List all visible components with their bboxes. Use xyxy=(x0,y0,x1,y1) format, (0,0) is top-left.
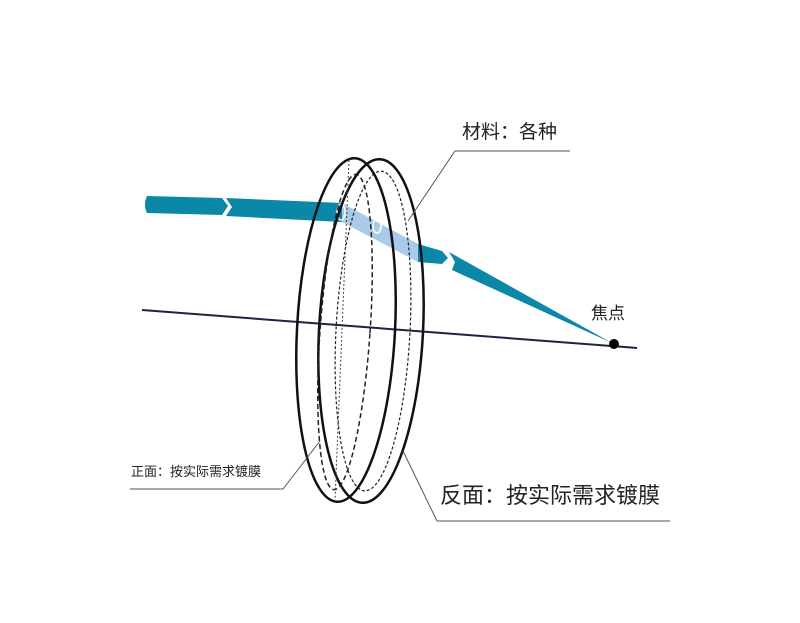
converging-beam xyxy=(449,252,612,343)
back-coating-label: 反面：按实际需求镀膜 xyxy=(440,484,661,509)
lens-back-face xyxy=(317,157,425,505)
refracted-beam-inside-lens xyxy=(342,203,418,262)
beam-cross-section-inner xyxy=(372,218,382,234)
lens-back-inner-dashed xyxy=(334,170,412,492)
lens-center-dotted xyxy=(334,159,350,501)
front-coating-label: 正面：按实际需求镀膜 xyxy=(131,465,262,480)
back-coating-leader xyxy=(402,450,670,522)
exit-beam-segment xyxy=(418,244,448,264)
focus-label: 焦点 xyxy=(591,304,625,324)
incident-beam-segment-1 xyxy=(145,196,228,215)
optical-axis xyxy=(141,309,638,349)
material-label: 材料：各种 xyxy=(462,121,558,143)
lens-front-face xyxy=(294,156,398,504)
front-coating-leader xyxy=(130,440,321,490)
material-leader xyxy=(407,150,570,222)
incident-beam-segment-2 xyxy=(226,198,342,222)
lens-front-inner-dashed xyxy=(316,173,374,491)
focal-point-dot xyxy=(609,339,619,349)
